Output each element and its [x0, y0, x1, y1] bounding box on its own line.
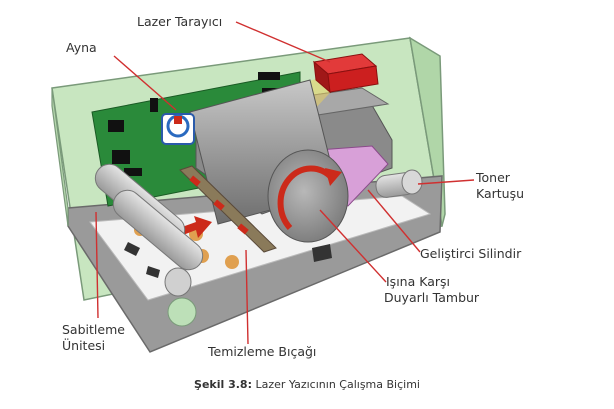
- laser-scanner: [312, 53, 379, 94]
- cleaning-blade: [179, 165, 277, 253]
- fuser-roller-bottom: [112, 189, 204, 271]
- label-cleaning-blade: Temizleme Bıçağı: [208, 344, 317, 359]
- label-mirror: Ayna: [66, 40, 97, 55]
- label-drum-line1: Işına Karşı: [386, 274, 450, 289]
- label-toner-line1: Toner: [476, 170, 510, 185]
- caption-text: Lazer Yazıcının Çalışma Biçimi: [251, 378, 420, 391]
- drum-rotation-arrow: [277, 165, 335, 231]
- label-fuser-line2: Ünitesi: [62, 338, 106, 353]
- label-developer-roller: Geliştirci Silindir: [420, 246, 522, 261]
- enclosure-left-side: [51, 87, 69, 227]
- caption-prefix: Şekil 3.8:: [194, 378, 252, 391]
- label-laser-scanner: Lazer Tarayıcı: [137, 14, 223, 29]
- leader-lines: [95, 21, 475, 345]
- mirror-unit: [161, 113, 195, 145]
- figure-caption: Şekil 3.8: Lazer Yazıcının Çalışma Biçim…: [0, 378, 614, 391]
- label-toner-line2: Kartuşu: [476, 186, 525, 201]
- blade-red-marks: [189, 175, 249, 235]
- label-fuser-line1: Sabitleme: [62, 322, 125, 337]
- label-drum-line2: Duyarlı Tambur: [384, 290, 480, 305]
